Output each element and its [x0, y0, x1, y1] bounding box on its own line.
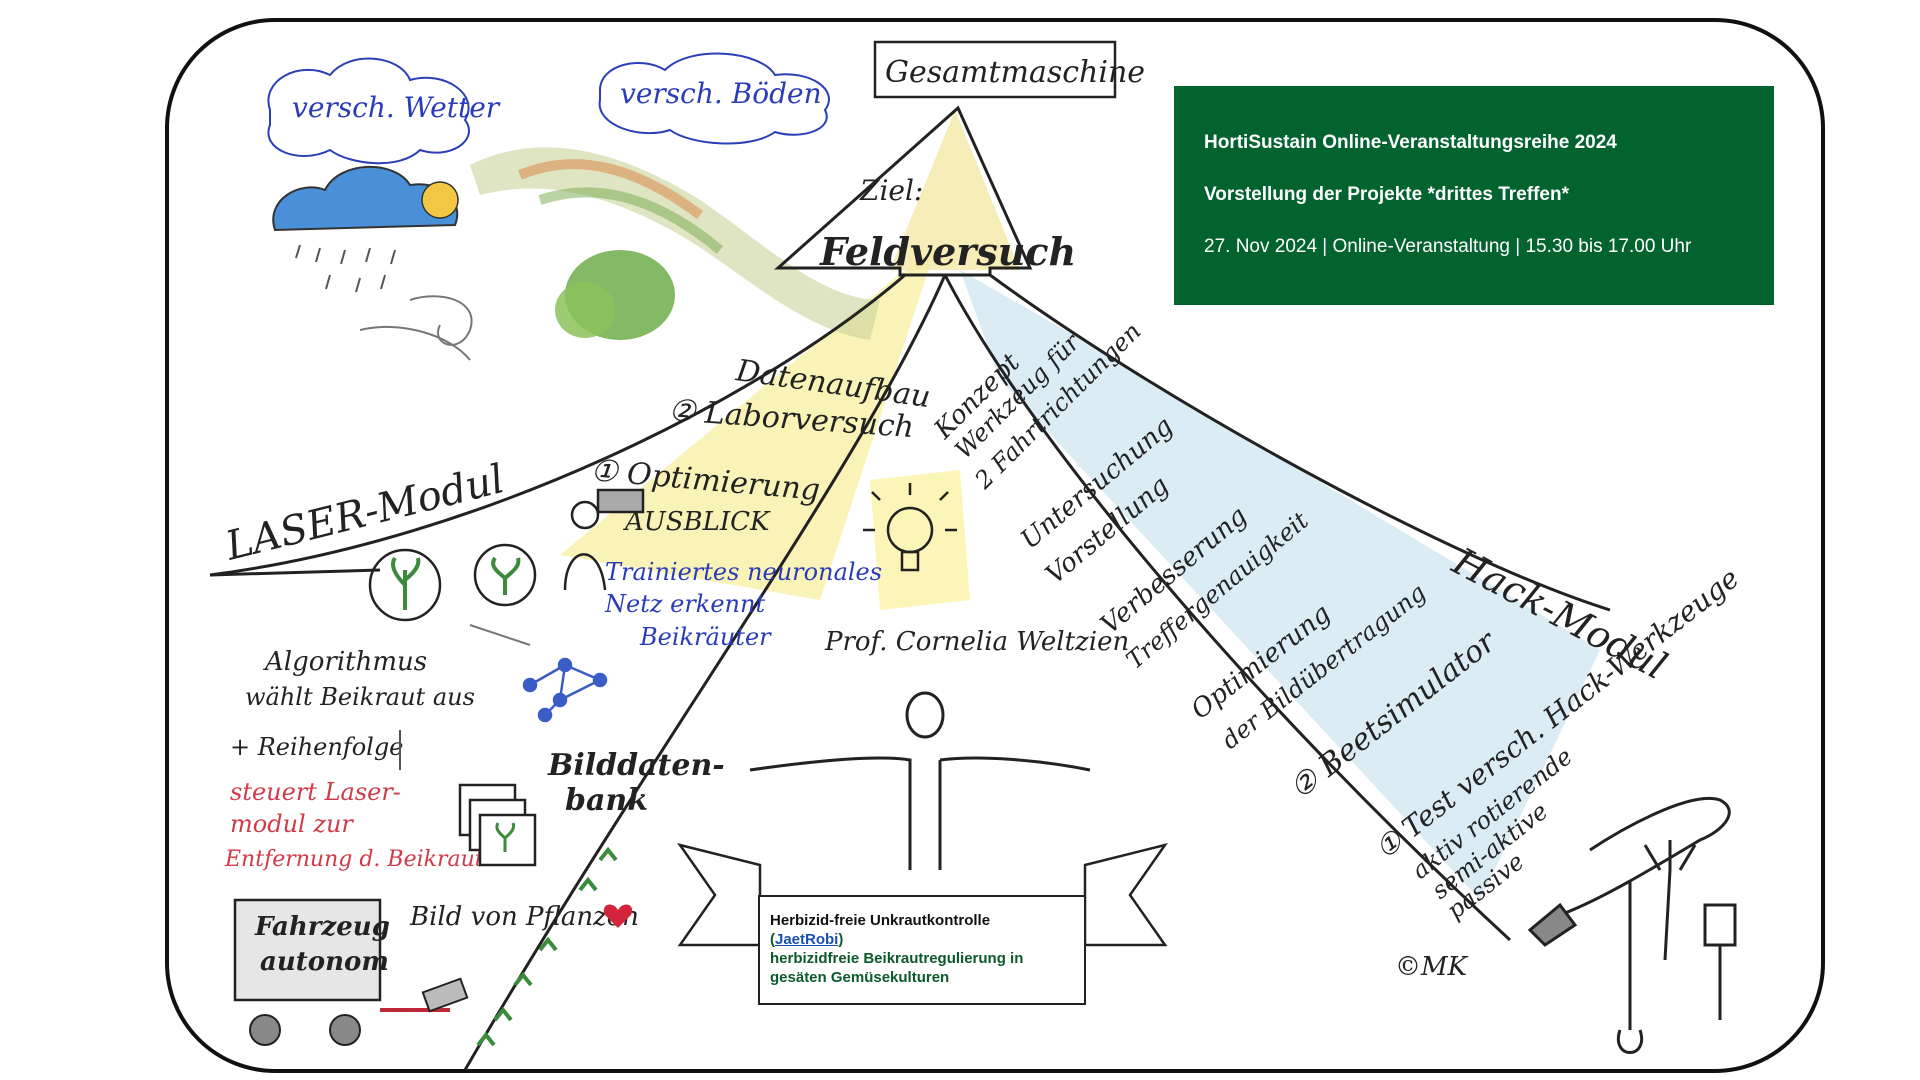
lightbulb-icon — [863, 483, 957, 572]
event-subtitle: Vorstellung der Projekte *drittes Treffe… — [1204, 184, 1569, 205]
fahrzeug-text-1: Fahrzeug — [254, 912, 390, 942]
laser-tent-shading — [560, 250, 935, 600]
bild-pflanzen-text: Bild von Pflanzen — [409, 902, 639, 932]
vehicle-icon — [233, 898, 469, 1046]
project-banner: Herbizid-freie Unkrautkontrolle (JaetRob… — [758, 895, 1086, 1005]
copyright-text: ©MK — [1395, 952, 1469, 982]
event-series-title: HortiSustain Online-Veranstaltungsreihe … — [1204, 132, 1617, 153]
plant-circle-icon-2 — [473, 543, 537, 607]
hack-tent-edge — [943, 274, 1512, 942]
steuert-text-2: modul zur — [230, 810, 354, 838]
cloud-soils — [598, 52, 830, 145]
plant-circle-icon-1 — [368, 548, 442, 622]
project-acronym-line: (JaetRobi) — [770, 930, 1074, 949]
algo-text-3: + Reihenfolge — [230, 733, 403, 761]
divider-line — [463, 274, 947, 1071]
steuert-text-3: Entfernung d. Beikraut — [224, 847, 484, 872]
neuronales-text-3: Beikräuter — [639, 623, 772, 651]
arrow-shading — [890, 110, 1020, 270]
event-info-box: HortiSustain Online-Veranstaltungsreihe … — [1174, 86, 1774, 305]
image-stack-icon — [458, 783, 537, 867]
seedlings — [476, 846, 618, 1047]
ribbon — [677, 842, 1168, 947]
algo-text-1: Algorithmus — [263, 647, 427, 677]
center-glow — [870, 470, 970, 610]
gesamtmaschine-box — [873, 40, 1117, 99]
hack-tent-shading — [960, 270, 1600, 900]
neuronales-text-2: Netz erkennt — [604, 590, 765, 618]
ausblick-text: AUSBLICK — [623, 507, 771, 537]
cloud-weather — [267, 57, 470, 165]
neural-network-icon — [522, 657, 608, 723]
steuert-text-1: steuert Laser- — [230, 778, 401, 806]
cloud-weather-text: versch. Wetter — [292, 91, 501, 124]
rain-cloud-icon — [272, 165, 473, 361]
hoe-tools-icon — [1527, 797, 1737, 1054]
project-description: herbizidfreie Beikrautregulierung in ges… — [770, 950, 1024, 986]
ziel-text: Ziel: — [859, 174, 923, 207]
heart-icon — [603, 904, 633, 928]
neuronales-text-1: Trainiertes neuronales — [605, 558, 882, 586]
prof-text: Prof. Cornelia Weltzien — [824, 627, 1129, 657]
bilddatenbank-text-2: bank — [565, 783, 648, 818]
feldversuch-text: Feldversuch — [819, 229, 1076, 274]
cloud-soils-text: versch. Böden — [620, 77, 822, 110]
bilddatenbank-text-1: Bilddaten- — [547, 748, 725, 783]
algo-text-2: wählt Beikraut aus — [245, 683, 475, 711]
paren-close: ) — [838, 931, 844, 948]
paren-open: ( — [770, 931, 775, 948]
project-link[interactable]: JaetRobi — [775, 931, 839, 948]
project-title: Herbizid-freie Unkrautkontrolle — [770, 912, 991, 929]
laser-tent-edge — [209, 273, 906, 577]
event-date-time: 27. Nov 2024 | Online-Veranstaltung | 15… — [1204, 236, 1692, 257]
fahrzeug-text-2: autonom — [260, 947, 389, 977]
speaker-figure — [749, 691, 1091, 870]
person-icon — [563, 488, 645, 591]
gesamtmaschine-text: Gesamtmaschine — [885, 55, 1145, 90]
hills-shading — [470, 147, 880, 340]
